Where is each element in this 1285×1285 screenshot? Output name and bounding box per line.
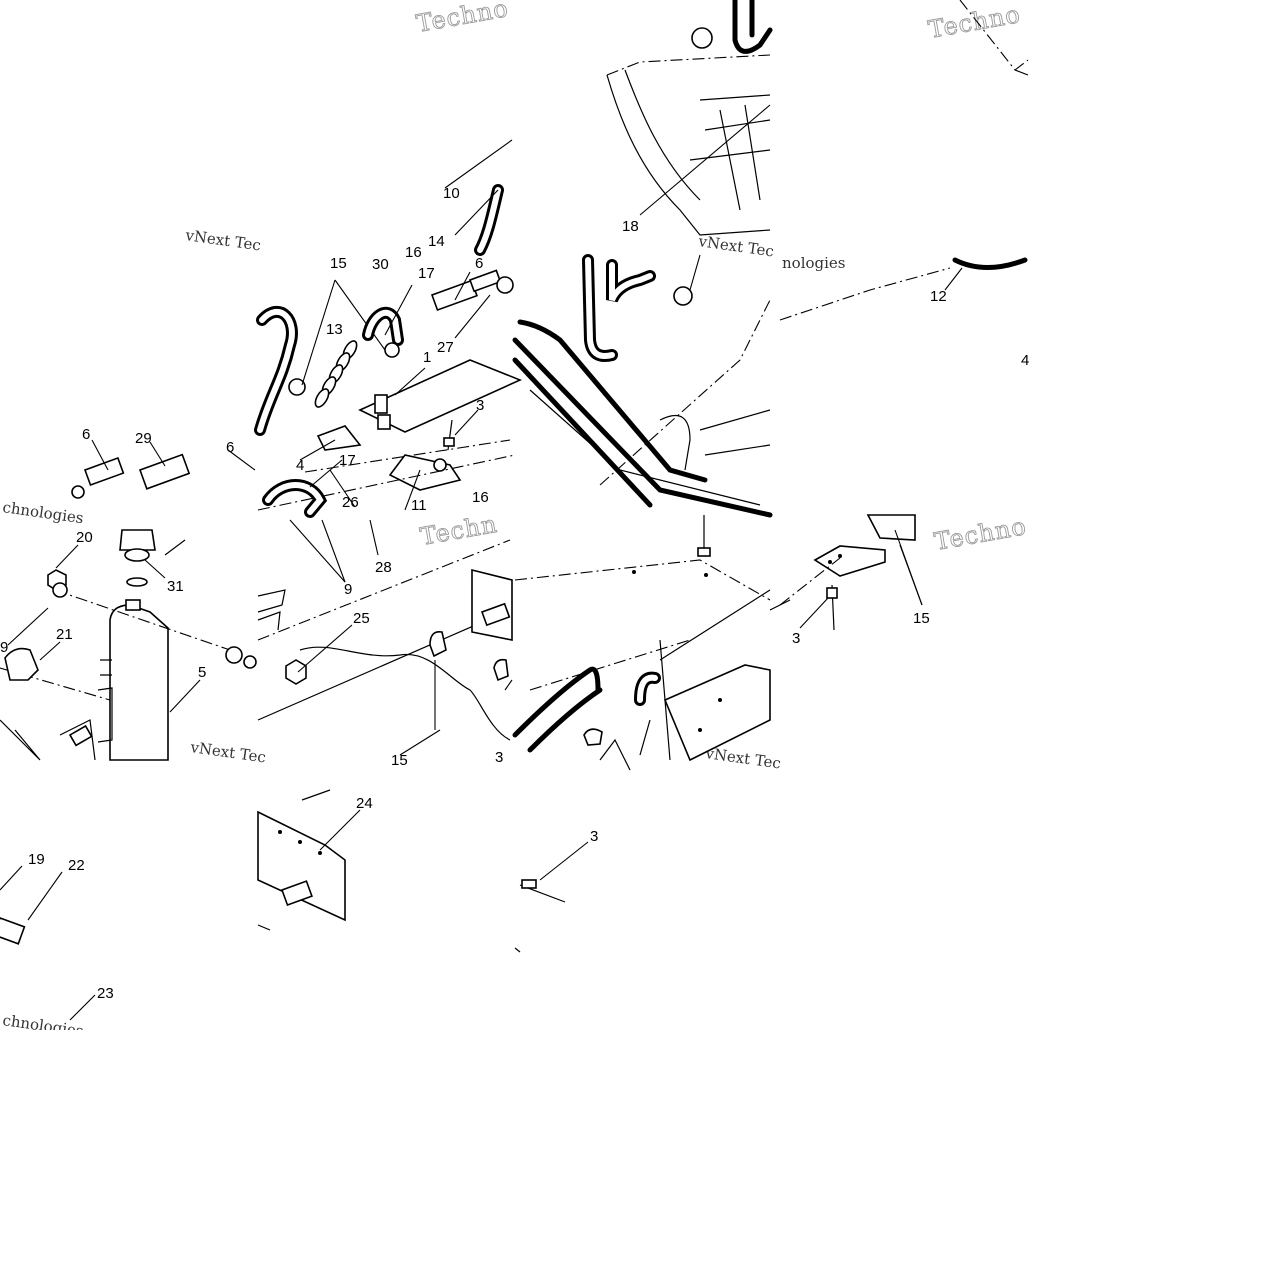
tile-oil-tank — [0, 529, 231, 761]
tile-bottom-center — [257, 789, 361, 931]
tile-frame-left — [225, 539, 513, 756]
watermark: Techno — [932, 512, 1029, 556]
part-label-6: 6 — [226, 439, 234, 456]
part-label-11: 11 — [411, 497, 427, 514]
watermark: nologies — [782, 254, 846, 272]
part-label-9: 9 — [344, 581, 352, 598]
part-label-26: 26 — [342, 494, 359, 511]
part-label-1: 1 — [423, 349, 431, 366]
part-label-15: 15 — [391, 752, 408, 769]
watermark: vNext Tec — [183, 226, 262, 255]
part-label-29: 29 — [135, 430, 152, 447]
part-label-16: 16 — [472, 489, 489, 506]
part-label-4: 4 — [1021, 352, 1029, 369]
part-label-3: 3 — [792, 630, 800, 647]
part-label-31: 31 — [167, 578, 184, 595]
part-label-20: 20 — [76, 529, 93, 546]
part-label-13: 13 — [326, 321, 343, 338]
part-label-6: 6 — [82, 426, 90, 443]
part-label-24: 24 — [356, 795, 373, 812]
part-label-19: 19 — [28, 851, 45, 868]
part-label-18: 18 — [622, 218, 639, 235]
part-label-17: 17 — [418, 265, 435, 282]
part-label-30: 30 — [372, 256, 389, 273]
part-label-22: 22 — [68, 857, 85, 874]
watermark: Techn — [418, 510, 499, 551]
watermark: vNext Tec — [703, 744, 782, 773]
blank-region — [0, 0, 258, 228]
part-label-12: 12 — [930, 288, 947, 305]
extra-leaders — [289, 519, 379, 583]
part-label-17: 17 — [339, 452, 356, 469]
tile-hoses-bracket — [254, 269, 523, 518]
part-label-21: 21 — [56, 626, 73, 643]
watermark: vNext Tec — [188, 738, 267, 767]
part-label-27: 27 — [437, 339, 454, 356]
tile-center-tray — [512, 254, 773, 518]
watermark: vNext Tec — [696, 232, 775, 261]
tile-frame-center — [512, 515, 771, 771]
part-label-25: 25 — [353, 610, 370, 627]
part-label-4: 4 — [296, 457, 304, 474]
tile-right-hose — [779, 257, 1028, 321]
part-label-28: 28 — [375, 559, 392, 576]
part-label-23: 23 — [97, 985, 114, 1002]
part-label-5: 5 — [198, 664, 206, 681]
part-label-10: 10 — [443, 185, 460, 202]
part-label-3: 3 — [590, 828, 598, 845]
part-label-16: 16 — [405, 244, 422, 261]
watermark: Techno — [926, 0, 1023, 44]
watermark: chnologies — [1, 498, 84, 527]
tile-top-far-right — [959, 0, 1029, 76]
part-label-9: 9 — [0, 639, 8, 656]
tile-top-right-tray — [606, 0, 773, 236]
tile-bottom-rivet — [514, 841, 589, 953]
tile-top-center — [444, 139, 513, 256]
part-label-3: 3 — [476, 397, 484, 414]
tile-bottom-left — [0, 865, 96, 1021]
part-label-6: 6 — [475, 255, 483, 272]
part-label-14: 14 — [428, 233, 445, 250]
watermark: Techno — [414, 0, 511, 38]
blank-region — [0, 1030, 772, 1285]
part-number-labels: 1 3 3 3 3 4 4 5 6 6 6 9 9 10 11 12 13 14… — [0, 185, 1029, 1002]
part-label-3: 3 — [495, 749, 503, 766]
tile-bracket-right — [769, 514, 923, 631]
blank-region — [1030, 0, 1285, 1285]
part-label-15: 15 — [913, 610, 930, 627]
part-label-15: 15 — [330, 255, 347, 272]
spring — [314, 340, 358, 408]
tile-fuel-fittings — [71, 439, 256, 499]
